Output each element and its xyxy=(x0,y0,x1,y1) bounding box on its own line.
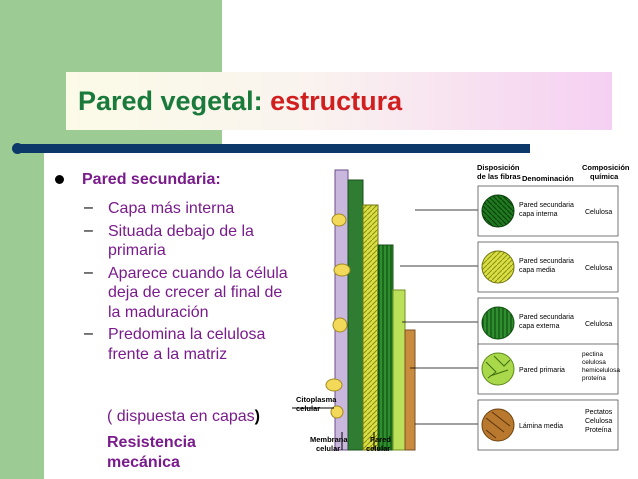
list-item: –Predomina la celulosa frente a la matri… xyxy=(82,325,292,364)
layers-note-text: ( dispuesta en capas xyxy=(107,408,255,425)
title-bar xyxy=(66,72,612,130)
list-item-text: Aparece cuando la célula deja de crecer … xyxy=(108,264,288,321)
list-item-text: Capa más interna xyxy=(108,200,235,217)
secondary-outer-layer xyxy=(377,244,394,451)
title-accent: estructura xyxy=(270,86,403,116)
fiber-mesh xyxy=(485,411,511,439)
row-composition: Celulosa xyxy=(585,209,612,216)
fiber-swatch-icon xyxy=(481,194,515,228)
slide-title: Pared vegetal: estructura xyxy=(78,86,402,117)
row-composition: Celulosa xyxy=(585,321,612,328)
granule-icon xyxy=(331,213,347,227)
denomination-header: Denominación xyxy=(522,174,574,183)
list-item-text: Predomina la celulosa frente a la matriz xyxy=(108,326,266,363)
left-strip-decoration xyxy=(0,0,44,479)
fiber-swatch-icon xyxy=(481,352,515,386)
bullet-list: –Capa más interna –Situada debajo de la … xyxy=(82,199,292,367)
granule-icon xyxy=(330,405,344,419)
layers-note: ( dispuesta en capas) xyxy=(107,407,260,427)
dash-icon: – xyxy=(84,325,93,342)
fiber-swatch-icon xyxy=(481,250,515,284)
secondary-inner-layer xyxy=(347,179,364,451)
middle-lamella-layer xyxy=(404,329,416,451)
layers-note-paren: ) xyxy=(254,408,260,425)
granule-icon xyxy=(325,378,343,392)
title-divider xyxy=(15,144,530,153)
section-heading: Pared secundaria: xyxy=(82,171,221,188)
list-item: –Aparece cuando la célula deja de crecer… xyxy=(82,264,292,323)
dash-icon: – xyxy=(84,221,93,239)
title-main: Pared vegetal: xyxy=(78,86,271,116)
dash-icon: – xyxy=(84,263,93,281)
fiber-swatch-icon xyxy=(481,306,515,340)
row-composition: Celulosa xyxy=(585,265,612,272)
granule-icon xyxy=(333,263,351,277)
list-item-text: Situada debajo de la primaria xyxy=(108,222,254,260)
row-name: Pared primaria xyxy=(519,367,565,374)
wall-layers-illustration xyxy=(292,169,416,451)
secondary-middle-layer xyxy=(362,204,379,451)
primary-wall-layer xyxy=(392,289,406,451)
granule-icon xyxy=(332,317,348,333)
resistance-text: Resistencia mecánica xyxy=(107,434,196,471)
dash-icon: – xyxy=(84,199,93,216)
list-item: –Capa más interna xyxy=(82,199,292,219)
row-name: Lámina media xyxy=(519,423,563,430)
bullet-dot-icon xyxy=(55,175,64,184)
fiber-mesh xyxy=(485,355,511,379)
list-item: –Situada debajo de la primaria xyxy=(82,222,292,261)
